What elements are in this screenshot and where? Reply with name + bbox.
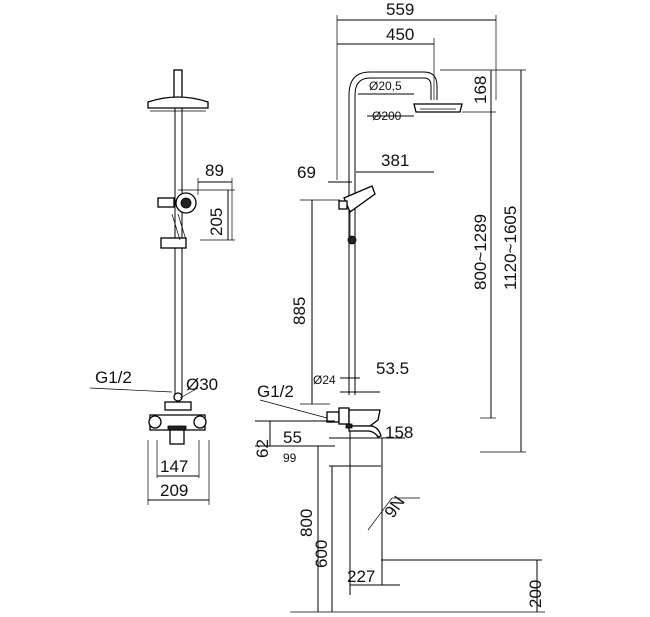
front-connection-thread: G1/2 <box>95 368 132 387</box>
side-dimensions <box>255 15 545 613</box>
front-hand-shower <box>157 192 197 249</box>
side-floor-to-mixer-low: 600 <box>312 540 331 568</box>
side-connection-thread: G1/2 <box>257 382 294 401</box>
side-spout-length: 227 <box>347 567 375 586</box>
side-wall-to-mixer: 55 <box>283 428 302 447</box>
front-riser-pipe <box>174 108 183 395</box>
side-spout-offset: 99 <box>283 451 297 465</box>
side-head-diameter: Ø200 <box>372 109 402 123</box>
front-view: 89 205 G1/2 Ø30 147 209 <box>89 69 235 505</box>
side-handle-label: 9N <box>381 493 409 522</box>
side-bar-diameter: Ø24 <box>313 373 336 387</box>
side-floor-to-mixer-high: 800 <box>297 509 316 537</box>
side-spout-floor-height: 200 <box>526 580 545 608</box>
side-hand-shower <box>338 185 376 245</box>
side-bar-length: 885 <box>290 297 309 325</box>
front-mixer-width-outer: 209 <box>160 481 188 500</box>
side-arm-diameter: Ø20,5 <box>369 79 402 93</box>
front-mixer-width-inner: 147 <box>160 457 188 476</box>
side-slider-reach: 381 <box>381 151 409 170</box>
side-total-height-range: 1120~1605 <box>501 206 520 290</box>
side-mixer-height: 62 <box>253 439 272 458</box>
front-shower-head <box>147 69 209 112</box>
front-hand-shower-width: 89 <box>205 161 224 180</box>
side-bar-offset: 53.5 <box>376 359 409 378</box>
front-pipe-diameter: Ø30 <box>186 375 218 394</box>
front-dimensions <box>89 178 235 505</box>
side-wall-offset: 69 <box>297 163 316 182</box>
side-rail-height-range: 800~1289 <box>471 214 490 290</box>
side-arm-reach-total: 559 <box>386 0 414 19</box>
side-spout-reach: 158 <box>385 423 413 442</box>
side-view: 559 450 Ø20,5 Ø200 168 69 381 800~1289 1… <box>253 0 545 613</box>
front-hand-shower-height: 205 <box>207 208 226 236</box>
side-arm-reach-head: 450 <box>386 25 414 44</box>
front-mixer <box>148 392 207 445</box>
side-head-height: 168 <box>471 76 490 104</box>
side-mixer <box>326 407 382 438</box>
side-riser-and-arm <box>348 71 463 395</box>
